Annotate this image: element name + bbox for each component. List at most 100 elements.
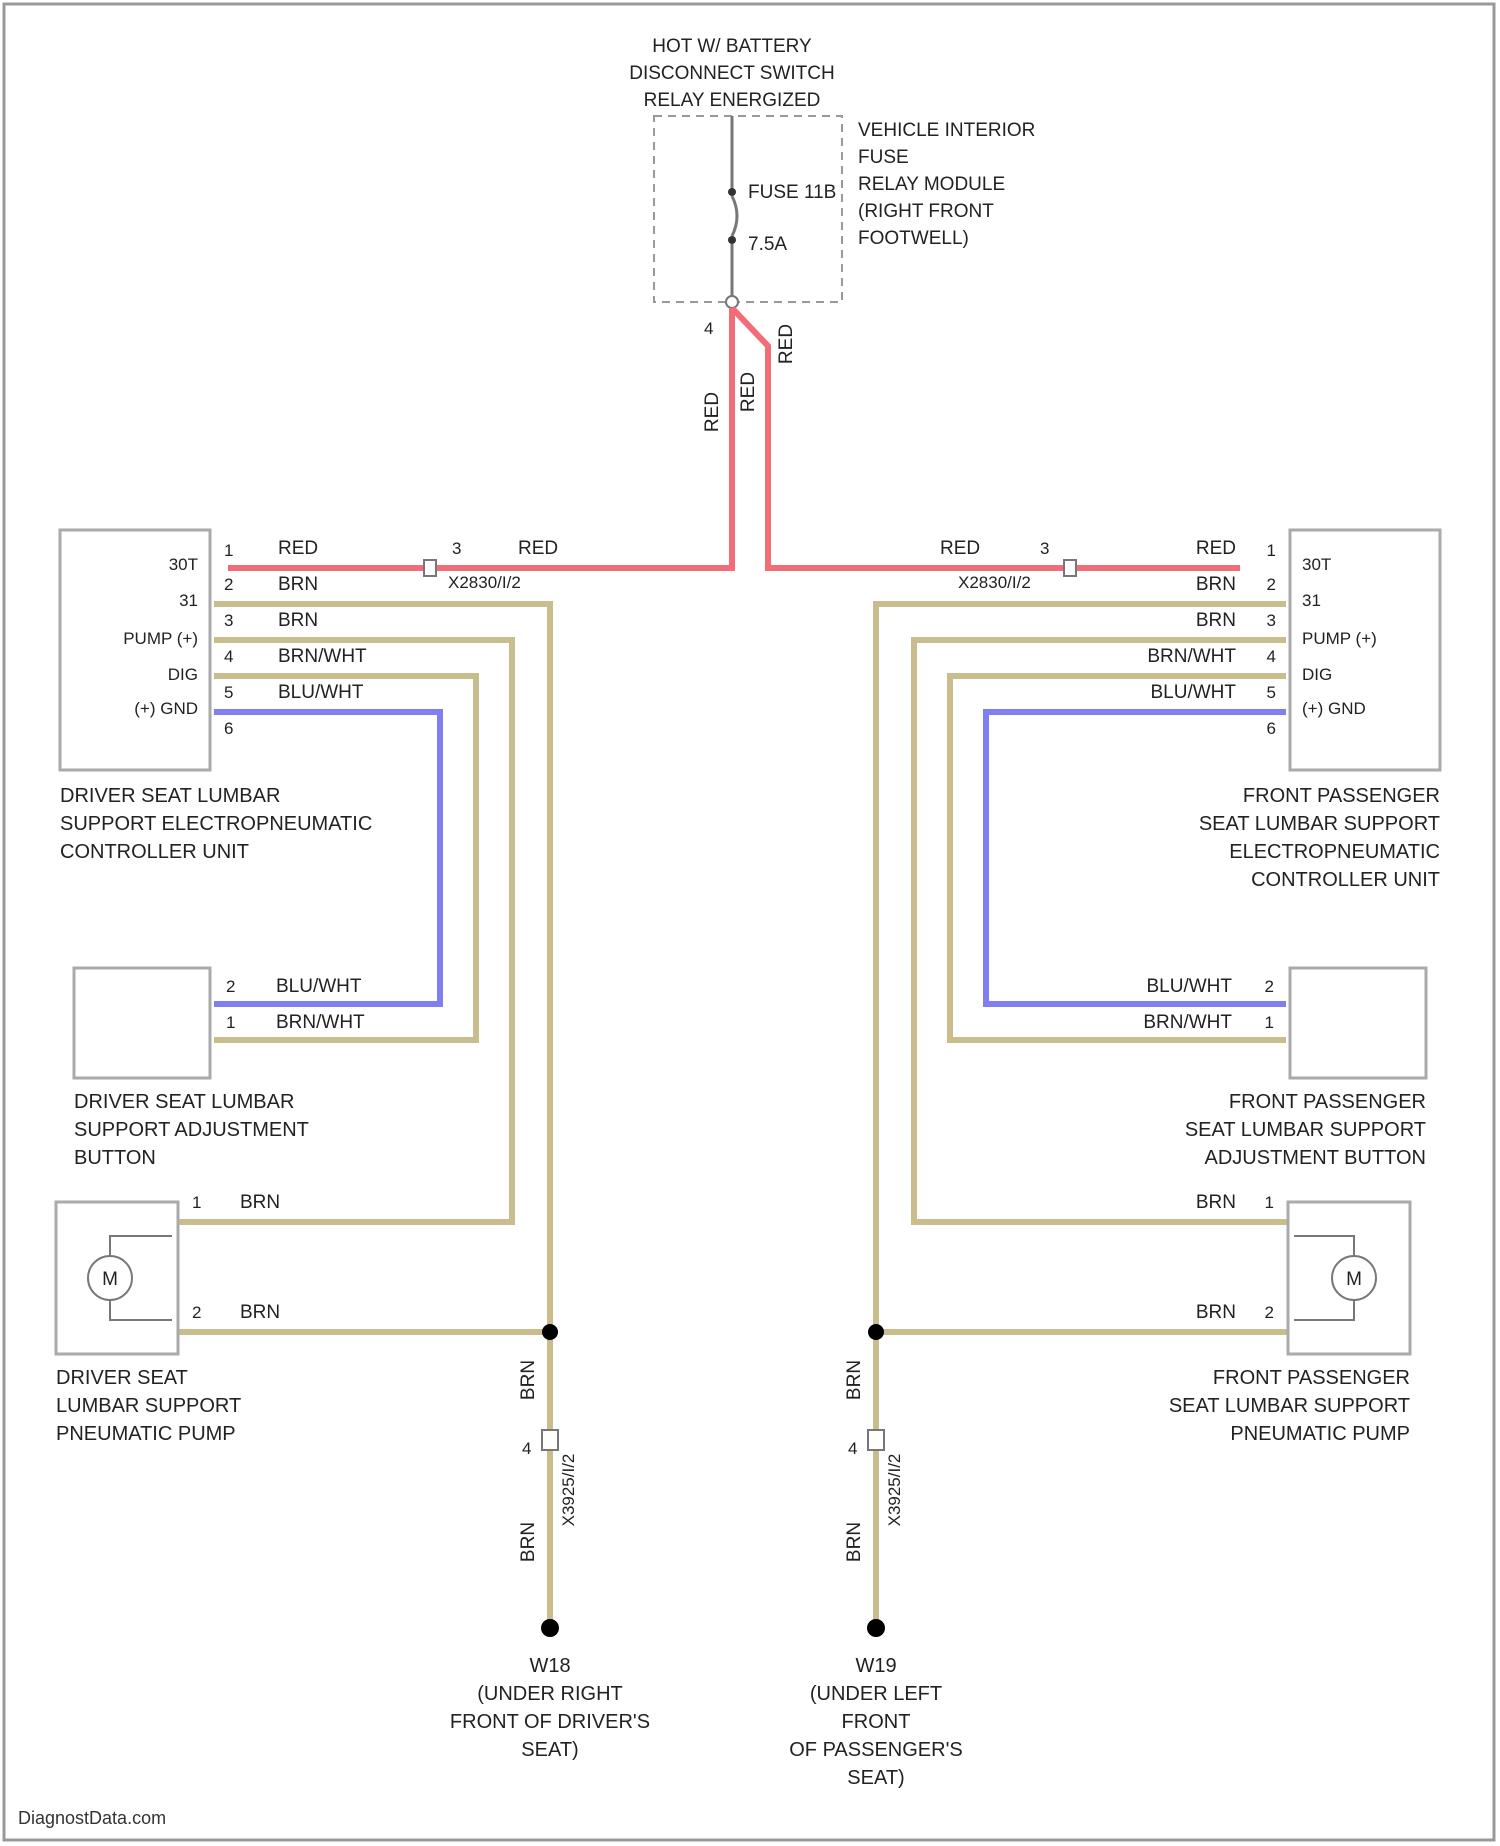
svg-text:DIG: DIG	[168, 665, 198, 684]
watermark: DiagnostData.com	[18, 1808, 166, 1828]
fuse-terminal-bottom	[728, 236, 736, 244]
svg-text:31: 31	[1302, 591, 1321, 610]
passenger-controller-caption: FRONT PASSENGER SEAT LUMBAR SUPPORT ELEC…	[1199, 785, 1440, 891]
svg-text:(+) GND: (+) GND	[1302, 699, 1366, 718]
svg-text:3: 3	[1040, 539, 1049, 558]
driver-ground-wire-label-upper: BRN	[518, 1360, 539, 1400]
svg-text:RELAY MODULE: RELAY MODULE	[858, 174, 1005, 195]
svg-text:BLU/WHT: BLU/WHT	[276, 976, 362, 997]
svg-text:BRN: BRN	[278, 574, 318, 595]
svg-text:FRONT PASSENGER: FRONT PASSENGER	[1229, 1091, 1426, 1113]
svg-text:BRN: BRN	[1196, 1302, 1236, 1323]
svg-text:1: 1	[192, 1193, 201, 1212]
fuse-terminal-top	[728, 188, 736, 196]
wire-label-source-mid: RED	[738, 372, 759, 412]
svg-text:1: 1	[224, 541, 233, 560]
svg-text:(UNDER LEFT: (UNDER LEFT	[810, 1683, 942, 1705]
driver-motor-symbol: M	[102, 1269, 118, 1290]
svg-text:SEAT LUMBAR SUPPORT: SEAT LUMBAR SUPPORT	[1185, 1119, 1426, 1141]
red-wire-to-driver	[430, 308, 732, 568]
header-line-1: HOT W/ BATTERY	[652, 36, 812, 57]
svg-text:3: 3	[1267, 611, 1276, 630]
passenger-splice-icon	[868, 1324, 884, 1340]
svg-text:W19: W19	[855, 1655, 896, 1677]
svg-text:FUSE: FUSE	[858, 147, 909, 168]
fuse-module-pin-icon	[726, 296, 738, 308]
passenger-button-box	[1290, 968, 1426, 1078]
svg-text:ELECTROPNEUMATIC: ELECTROPNEUMATIC	[1229, 841, 1440, 863]
svg-text:SUPPORT ADJUSTMENT: SUPPORT ADJUSTMENT	[74, 1119, 309, 1141]
wire-label-source-left: RED	[702, 392, 723, 432]
svg-text:FOOTWELL): FOOTWELL)	[858, 228, 969, 249]
svg-text:ADJUSTMENT BUTTON: ADJUSTMENT BUTTON	[1205, 1147, 1427, 1169]
passenger-ground-connector-pin: 4	[848, 1439, 857, 1458]
svg-text:30T: 30T	[169, 555, 198, 574]
svg-text:2: 2	[1265, 977, 1274, 996]
svg-text:1: 1	[1267, 541, 1276, 560]
header-line-2: DISCONNECT SWITCH	[629, 63, 834, 84]
svg-text:SUPPORT ELECTROPNEUMATIC: SUPPORT ELECTROPNEUMATIC	[60, 813, 372, 835]
svg-text:CONTROLLER UNIT: CONTROLLER UNIT	[1251, 869, 1440, 891]
svg-text:BRN/WHT: BRN/WHT	[276, 1012, 365, 1033]
svg-text:BRN/WHT: BRN/WHT	[278, 646, 367, 667]
svg-text:OF PASSENGER'S: OF PASSENGER'S	[789, 1739, 963, 1761]
svg-text:SEAT LUMBAR SUPPORT: SEAT LUMBAR SUPPORT	[1199, 813, 1440, 835]
driver-brn-ground-wire	[214, 604, 550, 1626]
svg-text:VEHICLE INTERIOR: VEHICLE INTERIOR	[858, 120, 1035, 141]
passenger-brn-ground-wire	[876, 604, 1286, 1626]
svg-text:(UNDER RIGHT: (UNDER RIGHT	[477, 1683, 623, 1705]
svg-text:PUMP (+): PUMP (+)	[1302, 629, 1377, 648]
svg-text:2: 2	[1265, 1303, 1274, 1322]
wire-label-source-right: RED	[776, 324, 797, 364]
svg-text:X2830/I/2: X2830/I/2	[448, 573, 521, 592]
svg-text:30T: 30T	[1302, 555, 1331, 574]
svg-text:DIG: DIG	[1302, 665, 1332, 684]
svg-text:FRONT OF DRIVER'S: FRONT OF DRIVER'S	[450, 1711, 650, 1733]
driver-splice-icon	[542, 1324, 558, 1340]
svg-text:BRN/WHT: BRN/WHT	[1147, 646, 1236, 667]
svg-text:BRN: BRN	[240, 1192, 280, 1213]
svg-text:FRONT: FRONT	[842, 1711, 911, 1733]
svg-text:BRN: BRN	[278, 610, 318, 631]
svg-text:5: 5	[1267, 683, 1276, 702]
svg-text:CONTROLLER UNIT: CONTROLLER UNIT	[60, 841, 249, 863]
fuse-name: FUSE 11B	[748, 182, 836, 203]
svg-text:1: 1	[226, 1013, 235, 1032]
svg-text:3: 3	[224, 611, 233, 630]
driver-ground-wire-label-lower: BRN	[518, 1522, 539, 1562]
svg-text:2: 2	[224, 575, 233, 594]
svg-text:31: 31	[179, 591, 198, 610]
svg-text:BRN/WHT: BRN/WHT	[1143, 1012, 1232, 1033]
svg-text:RED: RED	[518, 538, 558, 559]
svg-text:(+) GND: (+) GND	[134, 699, 198, 718]
svg-text:X2830/I/2: X2830/I/2	[958, 573, 1031, 592]
passenger-ground-caption: W19 (UNDER LEFT FRONT OF PASSENGER'S SEA…	[789, 1655, 963, 1789]
driver-ground-connector-id: X3925/I/2	[559, 1454, 578, 1527]
svg-text:W18: W18	[529, 1655, 570, 1677]
svg-text:1: 1	[1265, 1013, 1274, 1032]
svg-text:2: 2	[192, 1303, 201, 1322]
passenger-pump-caption: FRONT PASSENGER SEAT LUMBAR SUPPORT PNEU…	[1169, 1367, 1410, 1445]
header-line-3: RELAY ENERGIZED	[644, 90, 821, 111]
svg-text:6: 6	[224, 719, 233, 738]
driver-ground-caption: W18 (UNDER RIGHT FRONT OF DRIVER'S SEAT)	[450, 1655, 650, 1761]
driver-ground-point-icon	[541, 1619, 559, 1637]
fuse-module-box	[654, 116, 842, 302]
svg-text:FRONT PASSENGER: FRONT PASSENGER	[1213, 1367, 1410, 1389]
svg-text:BRN: BRN	[1196, 610, 1236, 631]
svg-text:SEAT): SEAT)	[521, 1739, 578, 1761]
passenger-pump-pins: 1 2 BRN BRN	[1196, 1192, 1274, 1323]
svg-text:BRN: BRN	[240, 1302, 280, 1323]
driver-button-caption: DRIVER SEAT LUMBAR SUPPORT ADJUSTMENT BU…	[74, 1091, 309, 1169]
fuse-module-pin-number: 4	[704, 319, 713, 338]
driver-pump-pins: 1 2 BRN BRN	[192, 1192, 280, 1323]
svg-text:2: 2	[1267, 575, 1276, 594]
svg-text:DRIVER SEAT: DRIVER SEAT	[56, 1367, 188, 1389]
svg-text:5: 5	[224, 683, 233, 702]
svg-text:SEAT LUMBAR SUPPORT: SEAT LUMBAR SUPPORT	[1169, 1395, 1410, 1417]
svg-text:BLU/WHT: BLU/WHT	[1151, 682, 1237, 703]
svg-text:PUMP (+): PUMP (+)	[123, 629, 198, 648]
svg-text:(RIGHT FRONT: (RIGHT FRONT	[858, 201, 994, 222]
fuse-module-label: VEHICLE INTERIOR FUSE RELAY MODULE (RIGH…	[858, 120, 1035, 249]
